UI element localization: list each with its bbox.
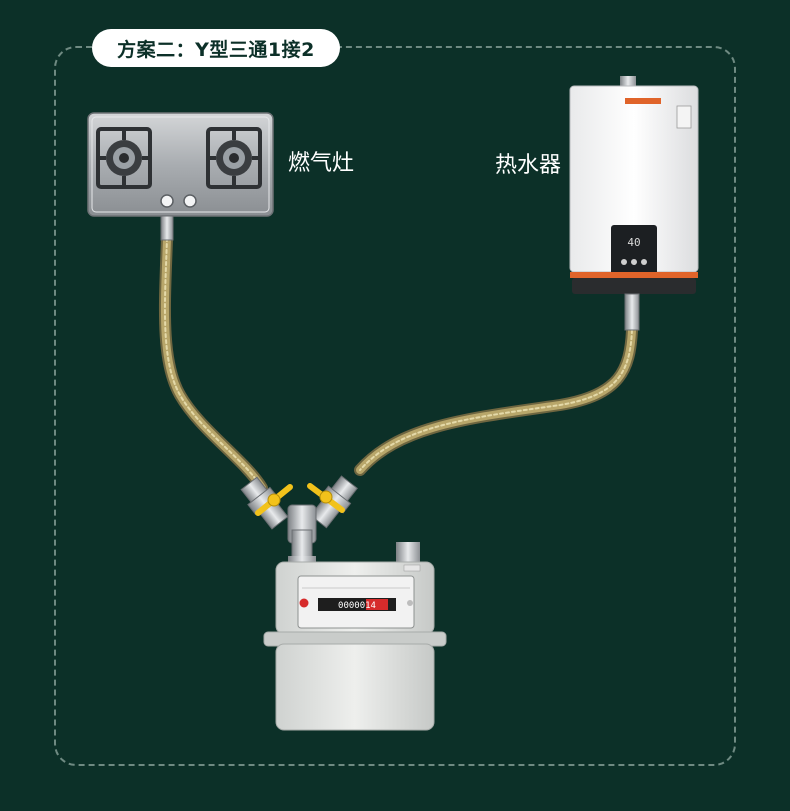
heater-label: 热水器 [495,153,562,178]
svg-text:40: 40 [627,236,640,249]
gas-meter-icon: 0000014 [263,542,447,731]
plan-title: 方案二：Y型三通1接2 [92,29,340,67]
valve-handle-left [255,484,293,516]
meter-reading: 0000014 [338,601,376,611]
hose-to-stove [158,232,268,494]
water-heater-icon: 40 [569,76,699,331]
hose-to-heater [354,324,638,476]
dashed-frame [54,46,736,766]
valve-handle-right [307,483,345,513]
stove-icon [87,112,274,241]
stove-label: 燃气灶 [288,151,355,176]
y-tee-valve-icon [240,475,358,561]
